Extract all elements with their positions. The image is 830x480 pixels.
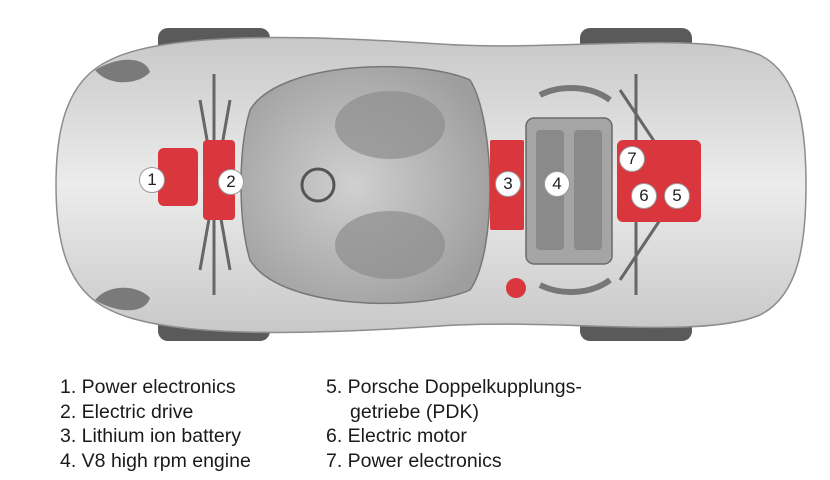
legend-right-column: 5. Porsche Doppelkupplungs- getriebe (PD… (326, 375, 582, 473)
car-cutaway-illustration (55, 28, 807, 341)
seat-right (335, 211, 445, 279)
component-1-power-electronics (158, 148, 198, 206)
marker-5: 5 (664, 183, 690, 209)
legend-item: 1. Power electronics (60, 376, 236, 398)
marker-6: 6 (631, 183, 657, 209)
marker-7: 7 (619, 146, 645, 172)
headlight-right (95, 287, 150, 311)
marker-1: 1 (139, 167, 165, 193)
legend-item: 6. Electric motor (326, 425, 467, 447)
legend-item: 5. Porsche Doppelkupplungs- (326, 376, 582, 398)
steering-wheel (300, 167, 336, 203)
legend-item: 7. Power electronics (326, 449, 502, 472)
legend-item: 4. V8 high rpm engine (60, 449, 251, 472)
legend-item-continuation: getriebe (PDK) (350, 400, 479, 423)
legend-left-column: 1. Power electronics 2. Electric drive 3… (60, 375, 251, 473)
fuel-cap (506, 278, 526, 298)
marker-3: 3 (495, 171, 521, 197)
marker-2: 2 (218, 169, 244, 195)
headlight-left (95, 59, 150, 83)
legend-item: 3. Lithium ion battery (60, 425, 242, 447)
v8-engine (525, 85, 613, 295)
seat-left (335, 91, 445, 159)
marker-4: 4 (544, 171, 570, 197)
legend-item: 2. Electric drive (60, 400, 194, 423)
